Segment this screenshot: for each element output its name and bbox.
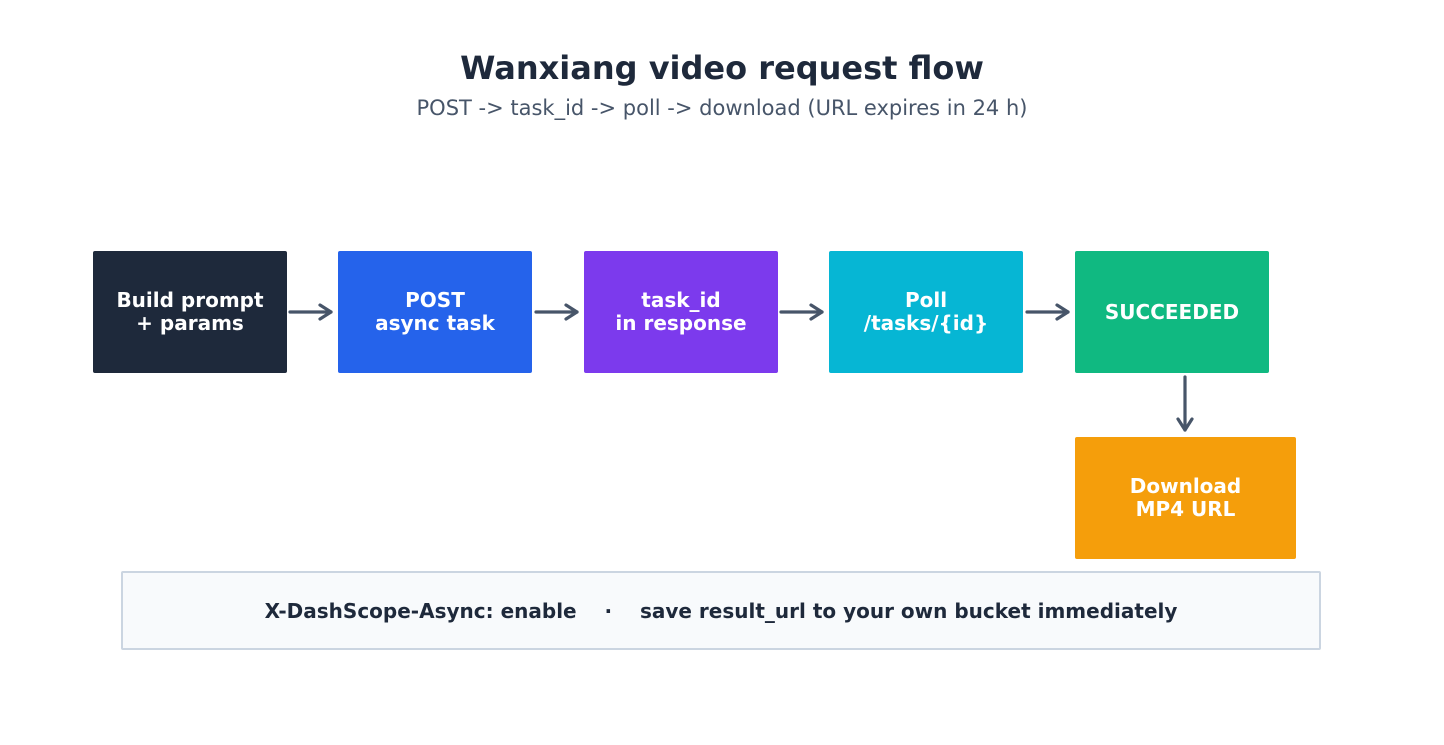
step-post-line-1: POST xyxy=(405,288,465,312)
arrow-right-icon xyxy=(534,303,579,321)
arrow-right-icon xyxy=(779,303,824,321)
diagram-title: Wanxiang video request flow xyxy=(460,49,984,87)
step-download-line-1: Download xyxy=(1129,474,1242,498)
step-task-id-line-1: task_id xyxy=(641,288,721,312)
step-post-line-2: async task xyxy=(375,311,495,335)
step-poll-line-2: /tasks/{id} xyxy=(863,311,989,335)
step-succeeded: SUCCEEDED xyxy=(1075,251,1269,373)
note-save-advice: save result_url to your own bucket immed… xyxy=(639,598,1178,623)
step-task-id-line-2: in response xyxy=(615,311,747,335)
step-poll: Poll /tasks/{id} xyxy=(829,251,1023,373)
step-build-prompt-line-1: Build prompt xyxy=(116,288,264,312)
arrow-right-icon xyxy=(1025,303,1070,321)
step-build-prompt: Build prompt + params xyxy=(93,251,287,373)
step-post-async-task: POST async task xyxy=(338,251,532,373)
arrow-right-icon xyxy=(288,303,333,321)
step-poll-line-1: Poll xyxy=(904,288,948,312)
diagram-subtitle: POST -> task_id -> poll -> download (URL… xyxy=(416,96,1028,120)
note-async-header: X-DashScope-Async: enable xyxy=(264,598,577,623)
step-build-prompt-line-2: + params xyxy=(136,311,244,335)
note-separator: · xyxy=(604,598,613,623)
step-task-id: task_id in response xyxy=(584,251,778,373)
note-banner: X-DashScope-Async: enable · save result_… xyxy=(121,571,1321,650)
step-download-line-2: MP4 URL xyxy=(1135,497,1236,521)
step-succeeded-line-1: SUCCEEDED xyxy=(1104,299,1240,324)
step-download: Download MP4 URL xyxy=(1075,437,1296,559)
arrow-down-icon xyxy=(1176,375,1194,432)
